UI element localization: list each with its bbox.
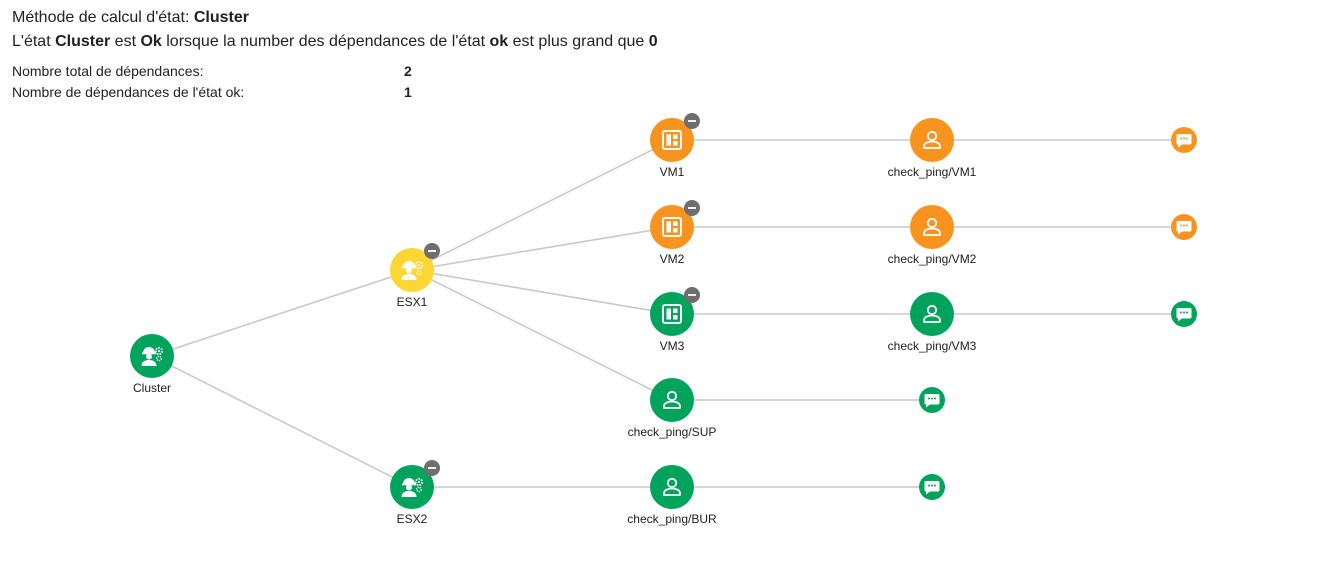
- graph-node-vm1[interactable]: VM1: [650, 113, 700, 179]
- collapse-badge[interactable]: [424, 243, 440, 259]
- total-dependencies-label: Nombre total de dépendances:: [12, 63, 204, 79]
- minus-icon: [688, 120, 696, 122]
- collapse-badge[interactable]: [684, 113, 700, 129]
- total-dependencies-value: 2: [404, 63, 412, 79]
- host-icon: [662, 217, 682, 237]
- host-icon: [662, 130, 682, 150]
- graph-node-esx1[interactable]: ESX1: [390, 243, 440, 309]
- graph-edge: [151, 269, 413, 357]
- user-icon: [923, 304, 941, 323]
- node-status-circle: [390, 248, 434, 292]
- user-icon: [923, 130, 941, 149]
- graph-node-ping-bur[interactable]: check_ping/BUR: [627, 465, 717, 526]
- graph-node-msg-vm2[interactable]: [1171, 214, 1197, 240]
- rule-text: L'état: [12, 33, 56, 50]
- collapse-badge[interactable]: [684, 200, 700, 216]
- host-icon: [662, 304, 682, 324]
- node-label: ESX2: [397, 512, 428, 526]
- graph-edge: [411, 226, 673, 271]
- node-status-circle: [390, 465, 434, 509]
- graph-node-cluster[interactable]: Cluster: [130, 334, 174, 395]
- calculation-summary: Méthode de calcul d'état: Cluster L'état…: [12, 6, 658, 54]
- calculation-method: Méthode de calcul d'état: Cluster: [12, 6, 658, 30]
- chat-icon: [1176, 308, 1192, 322]
- node-label: check_ping/VM1: [888, 165, 977, 179]
- collapse-badge[interactable]: [684, 287, 700, 303]
- chat-icon: [924, 394, 940, 408]
- node-label: VM3: [660, 339, 685, 353]
- graph-edge: [411, 269, 673, 315]
- method-value: Cluster: [193, 9, 249, 26]
- minus-icon: [688, 294, 696, 296]
- graph-node-msg-vm1[interactable]: [1171, 127, 1197, 153]
- service-group-icon: [401, 477, 424, 497]
- graph-node-msg-vm3[interactable]: [1171, 301, 1197, 327]
- node-label: check_ping/VM2: [888, 252, 977, 266]
- method-label: Méthode de calcul d'état:: [12, 9, 194, 26]
- graph-node-esx2[interactable]: ESX2: [390, 460, 440, 526]
- service-group-icon: [141, 346, 164, 366]
- service-group-icon: [401, 260, 424, 280]
- user-icon: [663, 390, 681, 409]
- user-icon: [663, 477, 681, 496]
- graph-nodes: ClusterESX1ESX2VM1VM2VM3check_ping/SUPch…: [130, 113, 1197, 526]
- node-label: ESX1: [397, 295, 428, 309]
- calculation-rule: L'état Cluster est Ok lorsque la number …: [12, 30, 658, 54]
- node-label: check_ping/BUR: [627, 512, 717, 526]
- graph-edge: [411, 139, 673, 271]
- chat-icon: [1176, 221, 1192, 235]
- graph-node-ping-sup[interactable]: check_ping/SUP: [628, 378, 717, 439]
- rule-text: lorsque la number des dépendances de l'é…: [161, 33, 490, 50]
- graph-node-vm3[interactable]: VM3: [650, 287, 700, 353]
- chat-icon: [1176, 134, 1192, 148]
- node-status-circle: [650, 118, 694, 162]
- graph-node-msg-sup[interactable]: [919, 387, 945, 413]
- ok-dependencies-label: Nombre de dépendances de l'état ok:: [12, 84, 245, 100]
- collapse-badge[interactable]: [424, 460, 440, 476]
- graph-edge: [411, 269, 673, 401]
- chat-icon: [924, 481, 940, 495]
- rule-threshold: 0: [648, 33, 658, 50]
- graph-node-msg-bur[interactable]: [919, 474, 945, 500]
- node-label: check_ping/VM3: [888, 339, 977, 353]
- ok-dependencies-value: 1: [404, 84, 412, 100]
- graph-node-ping-vm3[interactable]: check_ping/VM3: [888, 292, 977, 353]
- rule-text: est: [110, 33, 141, 50]
- node-label: VM2: [660, 252, 685, 266]
- rule-text: est plus grand que: [508, 33, 649, 50]
- node-label: Cluster: [133, 381, 171, 395]
- node-status-circle: [650, 292, 694, 336]
- rule-node: Cluster: [55, 33, 111, 50]
- graph-node-vm2[interactable]: VM2: [650, 200, 700, 266]
- node-label: VM1: [660, 165, 685, 179]
- graph-node-ping-vm1[interactable]: check_ping/VM1: [888, 118, 977, 179]
- node-label: check_ping/SUP: [628, 425, 717, 439]
- minus-icon: [428, 250, 436, 252]
- node-status-circle: [130, 334, 174, 378]
- graph-edges: [151, 139, 1184, 488]
- node-status-circle: [650, 205, 694, 249]
- user-icon: [923, 217, 941, 236]
- minus-icon: [688, 207, 696, 209]
- rule-state: Ok: [140, 33, 162, 50]
- graph-edge: [151, 355, 413, 488]
- rule-dependency-state: ok: [489, 33, 509, 50]
- graph-node-ping-vm2[interactable]: check_ping/VM2: [888, 205, 977, 266]
- minus-icon: [428, 467, 436, 469]
